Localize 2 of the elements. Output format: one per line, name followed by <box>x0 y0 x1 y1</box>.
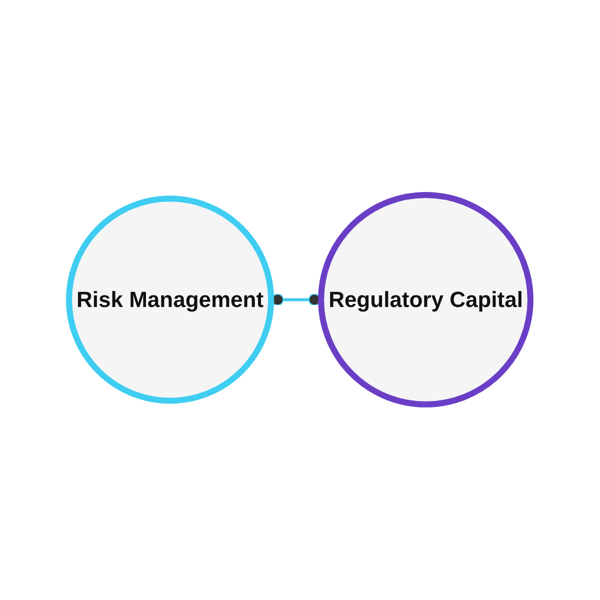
node-circle: Risk Management <box>66 196 274 404</box>
node-circle: Regulatory Capital <box>318 192 534 408</box>
